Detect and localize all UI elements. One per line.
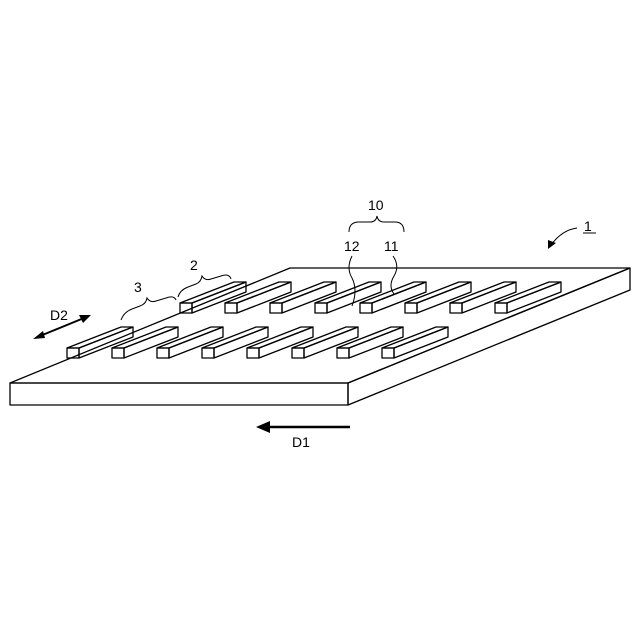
label-rib: 2 xyxy=(190,257,198,273)
direction-d1-group: D1 xyxy=(256,421,350,450)
label-unit-group: 10 xyxy=(349,197,404,232)
label-part-11: 11 xyxy=(384,238,399,254)
label-unit: 10 xyxy=(368,197,384,213)
label-device-leader xyxy=(551,228,577,245)
label-direction-1: D1 xyxy=(292,434,310,450)
unit-brace xyxy=(349,216,404,232)
leader-12 xyxy=(349,256,355,306)
label-device-group: 1 xyxy=(548,218,596,249)
d1-arrowhead xyxy=(256,421,270,433)
ridge-row-front xyxy=(67,327,448,358)
leader-11 xyxy=(391,256,397,294)
label-device-arrowhead xyxy=(548,240,556,249)
ridge-front-1 xyxy=(67,327,133,358)
label-groove-group: 3 xyxy=(121,279,176,320)
label-device: 1 xyxy=(584,218,592,234)
label-part-12: 12 xyxy=(344,238,360,254)
d2-arrowhead-left xyxy=(33,331,45,339)
direction-d2-group: D2 xyxy=(33,307,91,339)
ridge-row-back xyxy=(180,282,561,313)
label-groove: 3 xyxy=(134,279,142,295)
groove-brace xyxy=(121,297,176,320)
label-direction-2: D2 xyxy=(50,307,68,323)
